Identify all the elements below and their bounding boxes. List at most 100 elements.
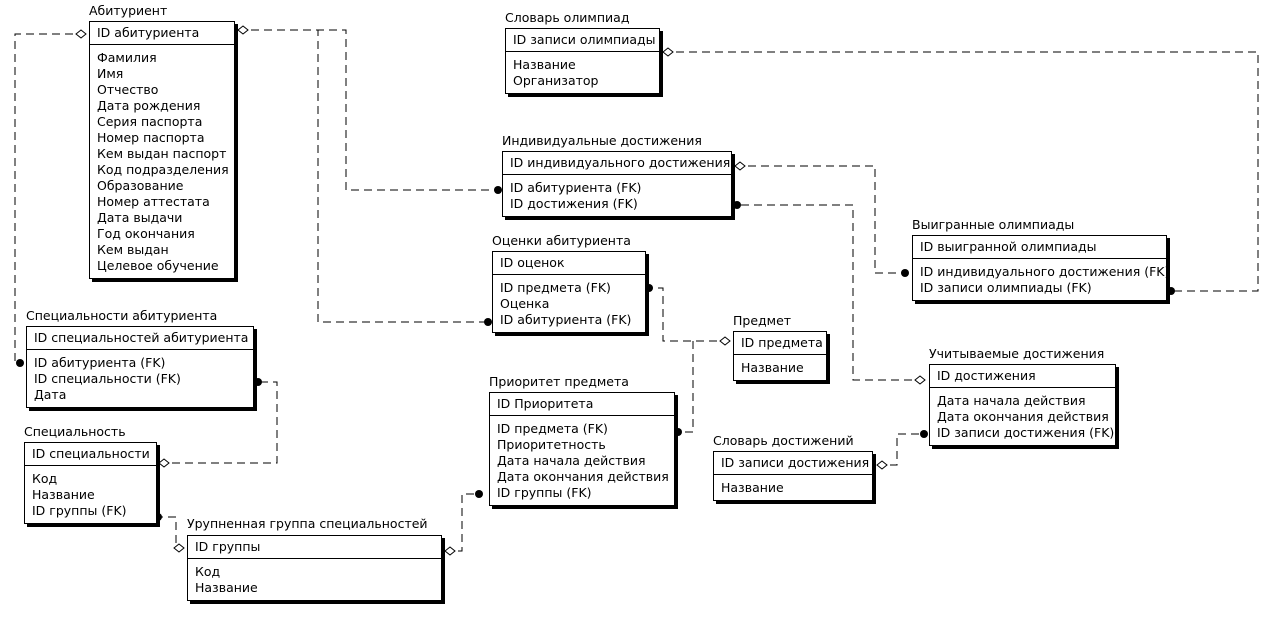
entity-attribute: Номер паспорта bbox=[97, 130, 205, 145]
cardinality-optional-diamond bbox=[444, 546, 456, 556]
entity-attribute: Серия паспорта bbox=[97, 114, 203, 129]
entity-title-slovar-olimpiad: Словарь олимпиад bbox=[505, 10, 630, 25]
entity-title-specialnost: Специальность bbox=[24, 424, 126, 439]
primary-key-section: ID оценок bbox=[493, 252, 645, 275]
cardinality-many-dot bbox=[254, 378, 262, 386]
entity-attribute: Имя bbox=[97, 66, 124, 81]
primary-key-attribute: ID абитуриента bbox=[97, 25, 200, 40]
relationship-line bbox=[158, 516, 184, 549]
cardinality-many-dot bbox=[645, 284, 653, 292]
entity-attribute: Дата начала действия bbox=[497, 453, 646, 468]
entity-attribute: Образование bbox=[97, 178, 184, 193]
entity-title-specialnosti-abiturienta: Специальности абитуриента bbox=[26, 308, 218, 323]
primary-key-attribute: ID оценок bbox=[500, 255, 565, 270]
attributes-section: Название bbox=[714, 475, 872, 500]
entity-attribute: Организатор bbox=[513, 73, 599, 88]
cardinality-optional-diamond bbox=[914, 375, 926, 385]
entity-attribute: Оценка bbox=[500, 296, 550, 311]
entity-attribute: ID записи олимпиады (FK) bbox=[920, 280, 1092, 295]
relationship-line bbox=[238, 29, 498, 191]
primary-key-attribute: ID Приоритета bbox=[497, 396, 594, 411]
entity-vyigrannye-olimpiady[interactable]: ID выигранной олимпиады ID индивидуальног… bbox=[912, 235, 1170, 301]
primary-key-attribute: ID выигранной олимпиады bbox=[920, 239, 1097, 254]
entity-attribute: ID достижения (FK) bbox=[510, 196, 638, 211]
entity-attribute: Кем выдан bbox=[97, 242, 169, 257]
cardinality-optional-diamond bbox=[734, 161, 746, 171]
relationship-line bbox=[14, 33, 86, 364]
attributes-section: ID абитуриента (FK)ID достижения (FK) bbox=[503, 175, 731, 216]
primary-key-section: ID индивидуального достижения bbox=[503, 152, 731, 175]
primary-key-section: ID Приоритета bbox=[490, 393, 674, 416]
primary-key-section: ID достижения bbox=[930, 365, 1115, 388]
entity-attribute: Фамилия bbox=[97, 50, 157, 65]
cardinality-many-dot bbox=[920, 430, 928, 438]
entity-attribute: Дата рождения bbox=[97, 98, 201, 113]
entity-attribute: ID индивидуального достижения (FK) bbox=[920, 264, 1170, 279]
entity-title-uchityvaemye-dostizheniya: Учитываемые достижения bbox=[929, 346, 1105, 361]
cardinality-many-dot bbox=[484, 318, 492, 326]
relationship-line bbox=[877, 433, 924, 466]
entity-attribute: Дата начала действия bbox=[937, 393, 1086, 408]
relationship-line bbox=[678, 341, 694, 433]
entity-attribute: ID специальности (FK) bbox=[34, 371, 181, 386]
entity-specialnosti-abiturienta[interactable]: ID специальностей абитуриента ID абитурие… bbox=[26, 326, 254, 408]
entity-attribute: Дата окончания действия bbox=[497, 469, 669, 484]
primary-key-section: ID группы bbox=[188, 536, 441, 559]
entity-attribute: Название bbox=[513, 57, 576, 72]
primary-key-section: ID специальностей абитуриента bbox=[27, 327, 253, 350]
entity-attribute: ID абитуриента (FK) bbox=[34, 355, 166, 370]
entity-attribute: Кем выдан паспорт bbox=[97, 146, 227, 161]
cardinality-optional-diamond bbox=[876, 460, 888, 470]
entity-attribute: Целевое обучение bbox=[97, 258, 219, 273]
cardinality-optional-diamond bbox=[173, 543, 185, 553]
entity-title-ocenki-abiturienta: Оценки абитуриента bbox=[492, 233, 631, 248]
entity-attribute: Название bbox=[195, 580, 258, 595]
entity-attribute: ID группы (FK) bbox=[497, 485, 592, 500]
entity-attribute: Название bbox=[741, 360, 804, 375]
entity-title-ukrupnennaya-gruppa: Урупненная группа специальностей bbox=[187, 516, 428, 531]
entity-attribute: Отчество bbox=[97, 82, 159, 97]
cardinality-optional-diamond bbox=[719, 336, 731, 346]
primary-key-attribute: ID предмета bbox=[741, 335, 823, 350]
entity-prioritet-predmeta[interactable]: ID Приоритета ID предмета (FK)Приоритетно… bbox=[489, 392, 675, 506]
primary-key-attribute: ID группы bbox=[195, 539, 261, 554]
cardinality-optional-diamond bbox=[662, 47, 674, 57]
attributes-section: ID абитуриента (FK)ID специальности (FK)… bbox=[27, 350, 253, 407]
entity-attribute: Код bbox=[32, 471, 58, 486]
relationship-line bbox=[735, 165, 905, 274]
primary-key-section: ID предмета bbox=[734, 332, 826, 355]
entity-attribute: ID абитуриента (FK) bbox=[510, 180, 642, 195]
entity-attribute: Приоритетность bbox=[497, 437, 606, 452]
entity-attribute: Код bbox=[195, 564, 221, 579]
entity-attribute: Дата выдачи bbox=[97, 210, 183, 225]
primary-key-section: ID записи достижения bbox=[714, 452, 872, 475]
cardinality-optional-diamond bbox=[75, 29, 87, 39]
entity-attribute: Дата окончания действия bbox=[937, 409, 1109, 424]
cardinality-optional-diamond bbox=[158, 458, 170, 468]
primary-key-attribute: ID записи достижения bbox=[721, 455, 870, 470]
cardinality-many-dot bbox=[494, 186, 502, 194]
primary-key-section: ID абитуриента bbox=[90, 22, 234, 45]
cardinality-many-dot bbox=[901, 269, 909, 277]
cardinality-many-dot bbox=[475, 490, 483, 498]
entity-title-vyigrannye-olimpiady: Выигранные олимпиады bbox=[912, 217, 1075, 232]
primary-key-attribute: ID специальностей абитуриента bbox=[34, 330, 249, 345]
entity-attribute: Название bbox=[721, 480, 784, 495]
entity-attribute: Код подразделения bbox=[97, 162, 229, 177]
